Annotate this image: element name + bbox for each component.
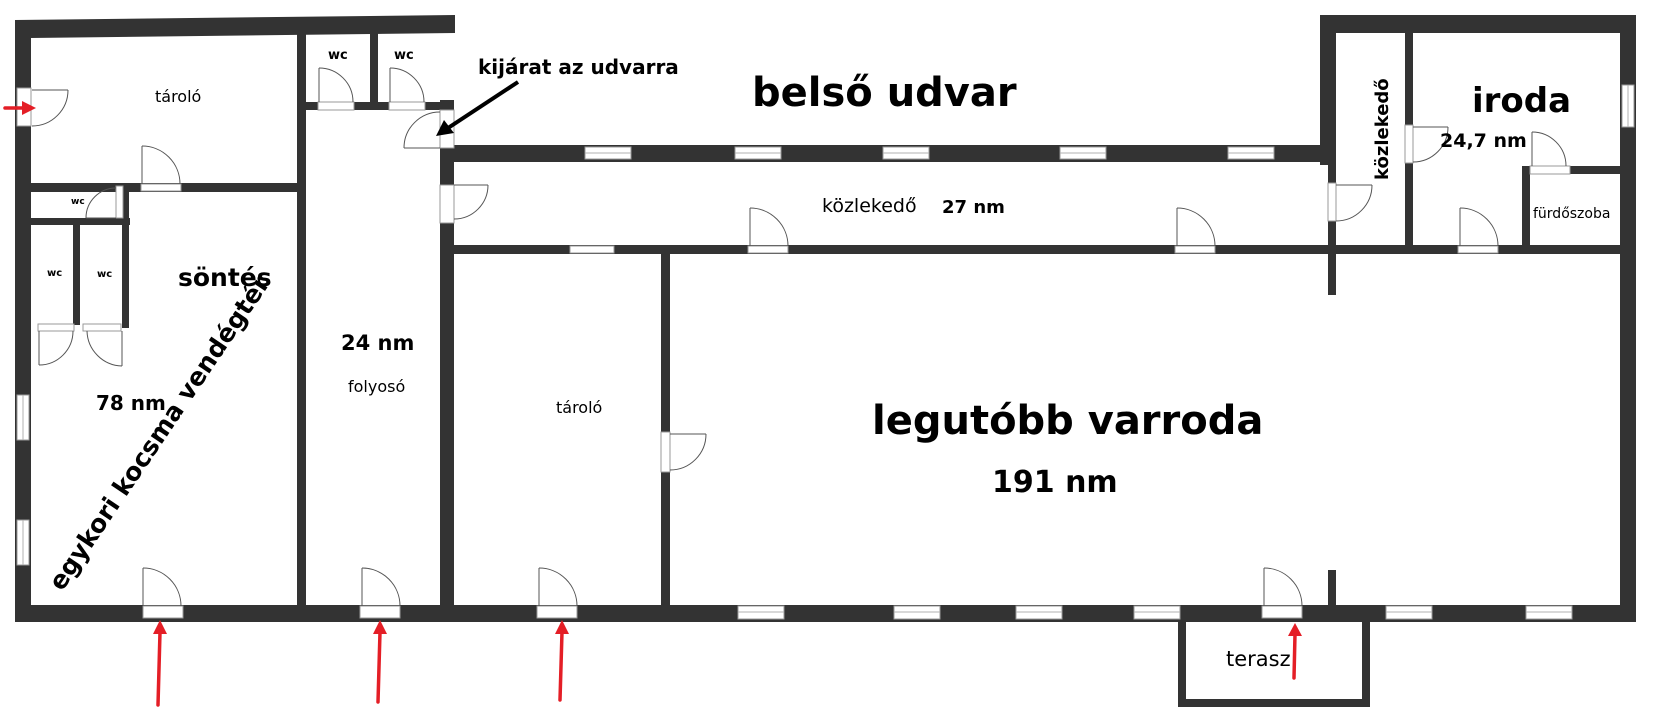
wall-wc-bottom (306, 102, 454, 110)
wall-wc-top-divider (370, 33, 378, 108)
storage-mid-label: tároló (556, 398, 602, 417)
red-arrow-icon (555, 620, 569, 702)
wall-block-left (1320, 15, 1336, 165)
workshop-size-label: 191 nm (992, 465, 1118, 500)
window-icon (16, 394, 30, 441)
window-icon (1621, 84, 1635, 128)
wall-top-left-slanted (15, 15, 455, 38)
bathroom-label: fürdőszoba (1533, 206, 1610, 222)
window-icon (882, 146, 930, 160)
terrace-label: terasz (1226, 647, 1291, 671)
wc-label: wc (394, 48, 414, 63)
window-icon (1385, 605, 1433, 620)
wall-workshop-right-stub (1328, 570, 1336, 610)
wc-label: wc (97, 269, 112, 280)
window-icon (1525, 605, 1573, 620)
entrance-arrows (3, 101, 1302, 707)
storage-top-label: tároló (155, 87, 201, 106)
window-icon (893, 605, 941, 620)
window-icon (1133, 605, 1181, 620)
hallway-size-label: 24 nm (341, 331, 414, 355)
door-swing-icon (1327, 182, 1373, 222)
labels: belső udvar kijárat az udvarra tároló wc… (43, 48, 1611, 671)
wall-terrace-left (1178, 615, 1186, 707)
door-swing-icon (82, 323, 123, 367)
door-swing-icon (1404, 124, 1449, 164)
window-icon (737, 605, 785, 620)
window-icon (569, 245, 615, 254)
door-swing-icon (140, 145, 182, 192)
door-swing-icon (85, 185, 124, 219)
window-icon (584, 146, 632, 160)
door-swing-icon (439, 184, 489, 224)
wall-bath-left (1522, 170, 1530, 252)
wall-guest-right-stub (297, 190, 306, 610)
door-swing-icon (388, 67, 426, 111)
wall-terrace-bottom (1178, 699, 1370, 707)
wall-vert-corridor-left (1328, 160, 1336, 295)
wall-left-wc-bottom (30, 218, 130, 225)
door-swing-icon (142, 567, 184, 619)
wall-terrace-right (1362, 615, 1370, 707)
window-icon (1227, 146, 1275, 160)
wc-label: wc (328, 48, 348, 63)
hallway-label: folyosó (348, 377, 405, 396)
door-swing-icon (1529, 131, 1571, 175)
door-swing-icon (660, 431, 707, 473)
red-arrow-icon (3, 101, 36, 115)
doors (16, 67, 1571, 619)
window-icon (16, 519, 30, 566)
wall-corridor-bottom (454, 245, 1636, 254)
door-swing-icon (1457, 207, 1499, 254)
exit-note-label: kijárat az udvarra (478, 55, 679, 79)
wall-bottom-outer (15, 605, 1635, 622)
red-arrow-icon (373, 620, 387, 704)
wc-label: wc (47, 268, 62, 279)
door-swing-icon (317, 67, 355, 111)
wall-top-right-block (1320, 15, 1636, 33)
wall-left-wc-divider (73, 225, 80, 325)
corridor-size-label: 27 nm (942, 197, 1005, 218)
door-swing-icon (536, 567, 578, 619)
courtyard-label: belső udvar (752, 70, 1017, 116)
black-arrow-icon (436, 80, 520, 136)
door-swing-icon (359, 567, 401, 619)
wall-left-wc-right (122, 183, 129, 328)
window-icon (1015, 605, 1063, 620)
door-swing-icon (1174, 207, 1216, 254)
window-icon (1059, 146, 1107, 160)
red-arrow-icon (1288, 623, 1302, 680)
workshop-label: legutóbb varroda (872, 398, 1263, 444)
bar-label: söntés (178, 263, 272, 292)
windows (16, 84, 1635, 620)
vertical-corridor-label: közlekedő (1372, 78, 1393, 180)
window-icon (734, 146, 782, 160)
wc-label: wc (71, 197, 85, 207)
corridor-label: közlekedő (822, 195, 917, 217)
wall-bath-top (1522, 166, 1627, 174)
office-size-label: 24,7 nm (1440, 130, 1527, 152)
red-arrow-icon (153, 620, 167, 707)
wall-hall-right (440, 100, 454, 620)
door-swing-icon (1261, 567, 1303, 619)
door-swing-icon (37, 323, 75, 366)
office-label: iroda (1472, 81, 1571, 121)
door-swing-icon (747, 207, 789, 254)
wall-left-outer (15, 20, 31, 620)
guest-area-size-label: 78 nm (96, 391, 166, 415)
